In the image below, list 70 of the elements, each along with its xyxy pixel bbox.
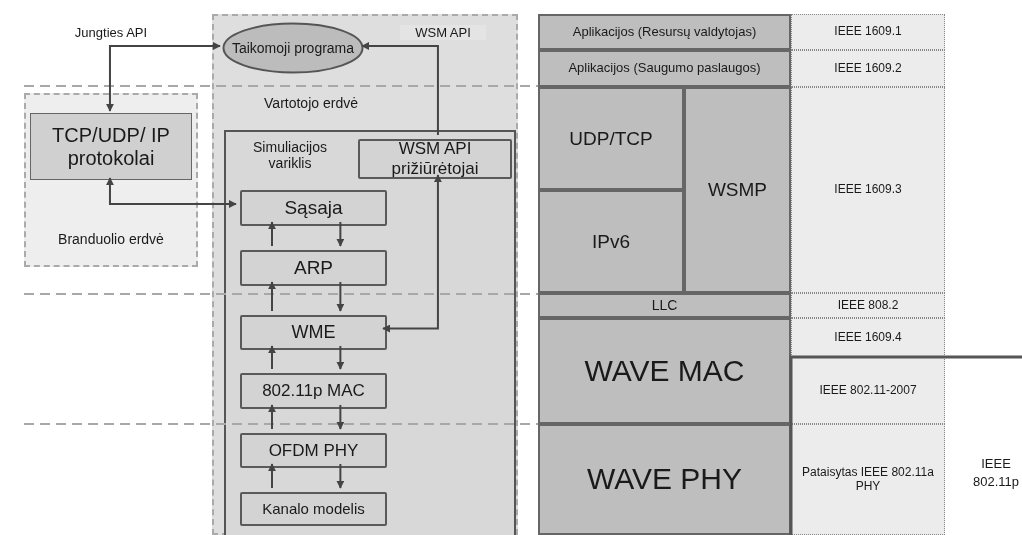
arrow — [105, 177, 237, 208]
standard-label: IEEE 1609.4 — [834, 330, 902, 345]
standard-label: IEEE 802.11-2007 — [819, 383, 917, 398]
arrow — [268, 345, 276, 370]
standard-label: IEEE 808.2 — [837, 298, 899, 313]
process-box — [240, 315, 387, 350]
standard-cell — [791, 87, 945, 293]
box-label: UDP/TCP — [569, 127, 653, 150]
arrow — [361, 42, 439, 136]
arrow — [382, 174, 442, 333]
layer-box — [538, 190, 684, 293]
layer-box — [538, 14, 791, 50]
arrow — [268, 404, 276, 430]
arrow — [336, 404, 345, 430]
edge-label: WSM API — [400, 25, 486, 40]
box-label: WSM API prižiūrėtojai — [390, 139, 480, 179]
layer-box — [684, 87, 791, 293]
region-label: Vartotojo erdvė — [263, 95, 359, 112]
standard-label: IEEE 802.11p — [972, 455, 1020, 492]
standard-cell — [791, 50, 945, 87]
arrow — [336, 345, 345, 370]
box-label: Aplikacijos (Saugumo paslaugos) — [568, 61, 761, 76]
region-label: Simuliacijos variklis — [252, 139, 328, 172]
arrow — [268, 281, 276, 312]
standard-cell — [791, 318, 945, 357]
standard-label: Pataisytas IEEE 802.11a PHY — [801, 465, 935, 494]
process-box — [240, 190, 387, 226]
arrow — [336, 463, 345, 489]
layer-box — [538, 318, 791, 424]
region-label: Branduolio erdvė — [57, 231, 165, 248]
process-box — [240, 250, 387, 286]
protocol-box — [30, 113, 192, 180]
box-label: Sąsaja — [284, 197, 343, 219]
standard-label: IEEE 1609.2 — [834, 61, 902, 76]
box-label: TCP/UDP/ IP protokolai — [51, 123, 171, 170]
box-label: Kanalo modelis — [262, 500, 365, 518]
standard-label: IEEE 1609.3 — [834, 183, 902, 197]
box-label: IPv6 — [592, 230, 630, 253]
layer-box — [538, 87, 684, 190]
box-label: OFDM PHY — [268, 440, 359, 461]
box-label: Taikomoji programa — [231, 39, 355, 57]
box-label: Aplikacijos (Resursų valdytojas) — [572, 24, 757, 40]
arrow — [336, 221, 345, 247]
process-box — [358, 139, 512, 179]
kernel-space-region — [24, 93, 198, 267]
user-space-panel — [212, 14, 518, 535]
box-label: WSMP — [707, 179, 768, 201]
box-label: 802.11p MAC — [262, 381, 365, 401]
layer-box — [538, 424, 791, 535]
process-box — [240, 433, 387, 468]
box-label: WAVE PHY — [587, 462, 742, 497]
process-box — [240, 373, 387, 409]
application-ellipse — [222, 22, 364, 74]
standard-cell — [791, 357, 945, 424]
standard-cell — [791, 424, 945, 535]
simulation-engine-panel — [224, 130, 516, 535]
standard-cell — [791, 293, 945, 318]
box-label: WAVE MAC — [584, 353, 745, 389]
arrow — [268, 221, 276, 247]
standard-label: IEEE 1609.1 — [834, 25, 902, 39]
standard-cell — [791, 14, 945, 50]
layer-box — [538, 293, 791, 318]
box-label: LLC — [651, 297, 678, 314]
box-label: ARP — [293, 257, 334, 279]
arrow — [105, 42, 221, 112]
process-box — [240, 492, 387, 526]
arrow — [268, 463, 276, 489]
box-label: WME — [291, 322, 336, 343]
arrow — [336, 281, 345, 312]
layer-box — [538, 50, 791, 87]
